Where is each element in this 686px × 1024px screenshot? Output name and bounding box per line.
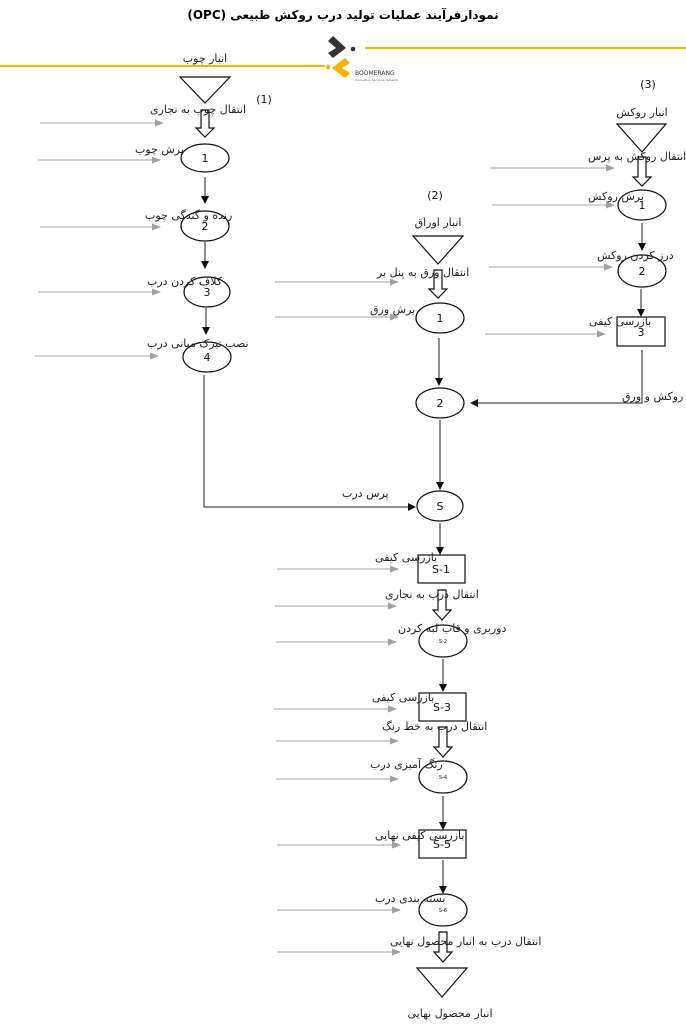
op-label: بازرسی کیفی نهایی: [375, 829, 464, 842]
join-label: پرس روکش و ورق: [622, 390, 686, 403]
logo-text: BOOMERANG: [355, 70, 395, 77]
logo-subtitle: Innovation Services Network: [355, 78, 398, 82]
chain1-number: (1): [256, 93, 272, 106]
node-label: 1: [639, 199, 646, 212]
chain3-storage-label: انبار روکش: [616, 106, 667, 119]
node-label: S-5: [433, 838, 451, 851]
chain3-storage-triangle: [615, 123, 668, 153]
node-label: 1: [437, 312, 444, 325]
flow-to-chain2-node2: [470, 350, 643, 407]
op-label: نصب تیرک میانی درب: [147, 337, 249, 350]
final-storage-label: انبار محصول نهایی: [407, 1007, 492, 1020]
main-node-s5: [418, 829, 467, 859]
transport-arrow: [631, 156, 653, 187]
op-label: انتقال ورق به پنل بر: [376, 266, 469, 279]
transport-arrow: [432, 726, 454, 758]
node-label: 3: [204, 286, 211, 299]
node-label: 2: [202, 220, 209, 233]
op-label: انتقال درب به انبار محصول نهایی: [390, 935, 541, 948]
op-label: انتقال درب به نجاری: [385, 588, 479, 601]
transport-arrow: [194, 109, 216, 138]
op-label: دوربری و قاب لبه کردن: [398, 622, 506, 635]
transport-arrow: [427, 269, 449, 299]
op-label: برش چوب: [135, 143, 184, 156]
op-label: برش روکش: [588, 190, 644, 203]
main-node-s3: [418, 692, 467, 722]
op-label: بازرسی کیفی: [372, 691, 434, 704]
main-node-s2: [418, 624, 468, 658]
flow-to-door-press: [203, 375, 416, 511]
op-label: بسته بندی درب: [375, 892, 445, 905]
chain2-storage-triangle: [411, 235, 465, 265]
op-label: انتقال چوب به نجاری: [150, 103, 246, 116]
node-label: S-4: [439, 775, 447, 781]
chain1-node-3: [183, 276, 231, 308]
chain3-node-2: [617, 254, 667, 288]
op-label: درز کردن روکش: [597, 249, 674, 262]
op-label: انتقال روکش به پرس: [588, 150, 686, 163]
node-label: 4: [204, 351, 211, 364]
chain3-node-1: [617, 189, 667, 221]
op-label: رنگ آمیزی درب: [370, 757, 443, 771]
transport-arrow: [431, 589, 453, 621]
final-storage-triangle: [415, 967, 469, 998]
main-node-s6: [418, 893, 468, 927]
transport-arrow: [432, 931, 454, 963]
node-label: 3: [638, 326, 645, 339]
op-label: بازرسی کیفی: [375, 551, 437, 564]
main-node-s1: [417, 554, 466, 584]
chain1-storage-label: انبار چوب: [183, 52, 227, 65]
node-label: S-1: [432, 563, 450, 576]
node-label: 1: [202, 152, 209, 165]
chain2-number: (2): [427, 189, 443, 202]
chain1-node-2: [180, 210, 230, 242]
chain1-storage-triangle: [178, 76, 232, 104]
node-label: 2: [437, 397, 444, 410]
chain1-node-4: [182, 341, 232, 373]
main-node-s: [416, 490, 464, 522]
main-node-s4: [418, 760, 468, 794]
chain2-node-1: [415, 302, 465, 334]
boomerang-logo: BOOMERANG Innovation Services Network: [325, 36, 398, 82]
chain2-node-2: [415, 387, 465, 419]
chain3-node-3: [616, 316, 666, 347]
op-label: کلاف کردن درب: [147, 275, 223, 288]
node-label: S-3: [433, 701, 451, 714]
node-label: S: [437, 500, 444, 513]
chain3-number: (3): [640, 78, 656, 91]
chain1-node-1: [180, 143, 230, 173]
node-label: 2: [639, 265, 646, 278]
join-label: پرس درب: [342, 487, 389, 500]
diagram-title: نمودارفرآیند عملیات تولید درب روکش طبیعی…: [187, 7, 498, 23]
node-label: S-2: [439, 639, 447, 645]
op-label: برش ورق: [370, 303, 415, 316]
op-label: بازرسی کیفی: [589, 315, 651, 328]
op-label: رنده و گندگی چوب: [145, 209, 232, 222]
op-label: انتقال درب به خط رنگ: [382, 720, 487, 733]
node-label: S-6: [439, 908, 447, 914]
chain2-storage-label: انبار اوراق: [415, 216, 462, 229]
